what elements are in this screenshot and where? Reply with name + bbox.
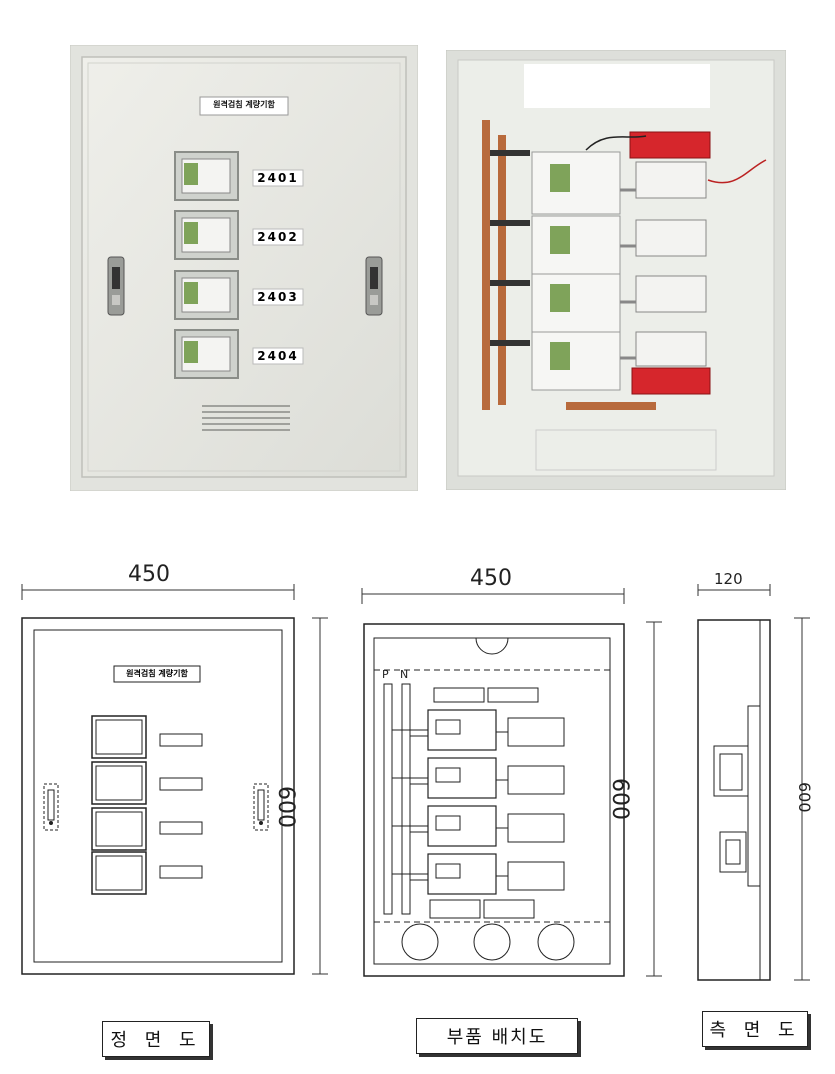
meter-number-2404: 2404 <box>257 349 299 363</box>
inside-meter-1 <box>531 151 621 215</box>
layout-caption: 부품 배치도 <box>416 1018 578 1054</box>
layout-width-dimension: 450 <box>470 566 512 591</box>
left-handle-icon <box>107 256 125 316</box>
front-drawing-right-handle-icon <box>253 783 269 831</box>
front-photo-label: 원격검침 계량기함 <box>213 100 275 109</box>
vent-slots <box>202 405 290 431</box>
bus-label-p: P <box>382 668 389 681</box>
front-drawing-window-3 <box>91 807 147 851</box>
side-view-caption: 측 면 도 <box>702 1011 808 1047</box>
front-width-dimension: 450 <box>128 562 170 587</box>
meter-window-3 <box>174 270 239 320</box>
meter-window-4 <box>174 329 239 379</box>
front-drawing-window-4 <box>91 851 147 895</box>
layout-height-dimension: 600 <box>607 778 632 820</box>
meter-window-2 <box>174 210 239 260</box>
front-view-drawing: 원격검침 계량기함 450 600 <box>14 560 334 990</box>
meter-window-1 <box>174 151 239 201</box>
side-depth-dimension: 120 <box>714 570 743 588</box>
meter-number-2403: 2403 <box>257 290 299 304</box>
front-drawing-window-1 <box>91 715 147 759</box>
right-handle-icon <box>365 256 383 316</box>
meter-number-2402: 2402 <box>257 230 299 244</box>
front-panel-photo: 원격검침 계량기함 2401 2402 2403 2404 <box>70 45 418 491</box>
front-drawing-label: 원격검침 계량기함 <box>126 669 188 678</box>
inside-meter-2 <box>531 215 621 275</box>
front-drawing-left-handle-icon <box>43 783 59 831</box>
front-height-dimension: 600 <box>273 786 298 828</box>
inside-panel-photo <box>446 50 786 490</box>
inside-meter-3 <box>531 273 621 333</box>
front-drawing-window-2 <box>91 761 147 805</box>
bus-label-n: N <box>400 668 409 681</box>
inside-meter-4 <box>531 331 621 391</box>
meter-number-2401: 2401 <box>257 171 299 185</box>
front-view-caption: 정 면 도 <box>102 1021 210 1057</box>
side-view-drawing: 120 600 <box>690 560 820 990</box>
side-height-dimension: 600 <box>795 782 814 813</box>
component-layout-drawing: P N 450 600 <box>358 560 668 990</box>
